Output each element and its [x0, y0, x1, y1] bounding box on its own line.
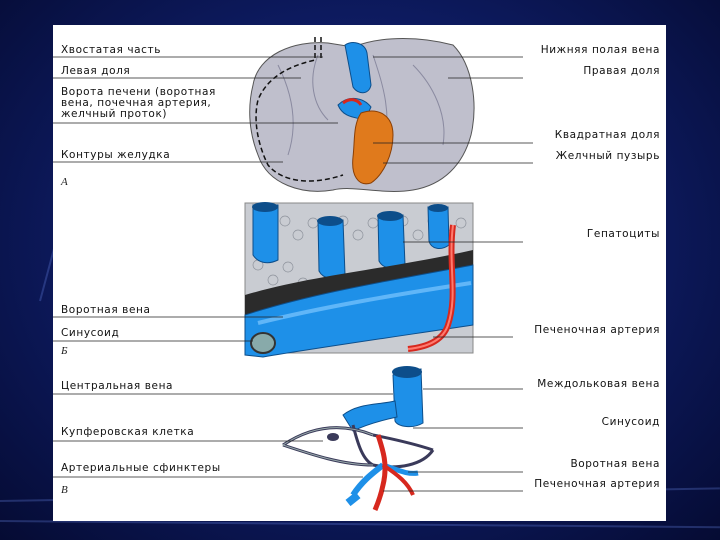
lobule-illustration [245, 202, 473, 357]
label-interlobular-vein: Междольковая вена [537, 379, 660, 390]
label-kupffer-cell: Купферовская клетка [61, 427, 194, 438]
liver-illustration [250, 37, 474, 191]
panel-letter-c: В [61, 484, 68, 496]
label-left-lobe: Левая доля [61, 66, 130, 77]
label-hepatocytes: Гепатоциты [587, 229, 660, 240]
label-sinusoid-b: Синусоид [61, 328, 119, 339]
label-portal-vein-b: Воротная вена [61, 305, 151, 316]
label-portal-vein-c: Воротная вена [570, 459, 660, 470]
label-right-lobe: Правая доля [583, 66, 660, 77]
panel-letter-b: Б [61, 345, 68, 357]
label-arterial-sphincters: Артериальные сфинктеры [61, 463, 221, 474]
label-gallbladder: Желчный пузырь [556, 151, 660, 162]
label-quadrate-lobe: Квадратная доля [555, 130, 660, 141]
label-hepatic-artery-c: Печеночная артерия [534, 479, 660, 490]
label-central-vein: Центральная вена [61, 381, 173, 392]
background-streak [0, 520, 720, 528]
label-sinusoid-c: Синусоид [602, 417, 660, 428]
label-caudate-lobe: Хвостатая часть [61, 45, 161, 56]
label-inferior-vena-cava: Нижняя полая вена [541, 45, 660, 56]
vascular-schematic [283, 366, 433, 510]
label-porta-hepatis: Ворота печени (воротная вена, почечная а… [61, 87, 216, 120]
panel-c-leader-lines [53, 389, 523, 491]
panel-letter-a: A [61, 176, 68, 188]
label-hepatic-artery-b: Печеночная артерия [534, 325, 660, 336]
slide-figure: Хвостатая часть Левая доля Ворота печени… [53, 25, 666, 521]
label-stomach-contour: Контуры желудка [61, 150, 170, 161]
